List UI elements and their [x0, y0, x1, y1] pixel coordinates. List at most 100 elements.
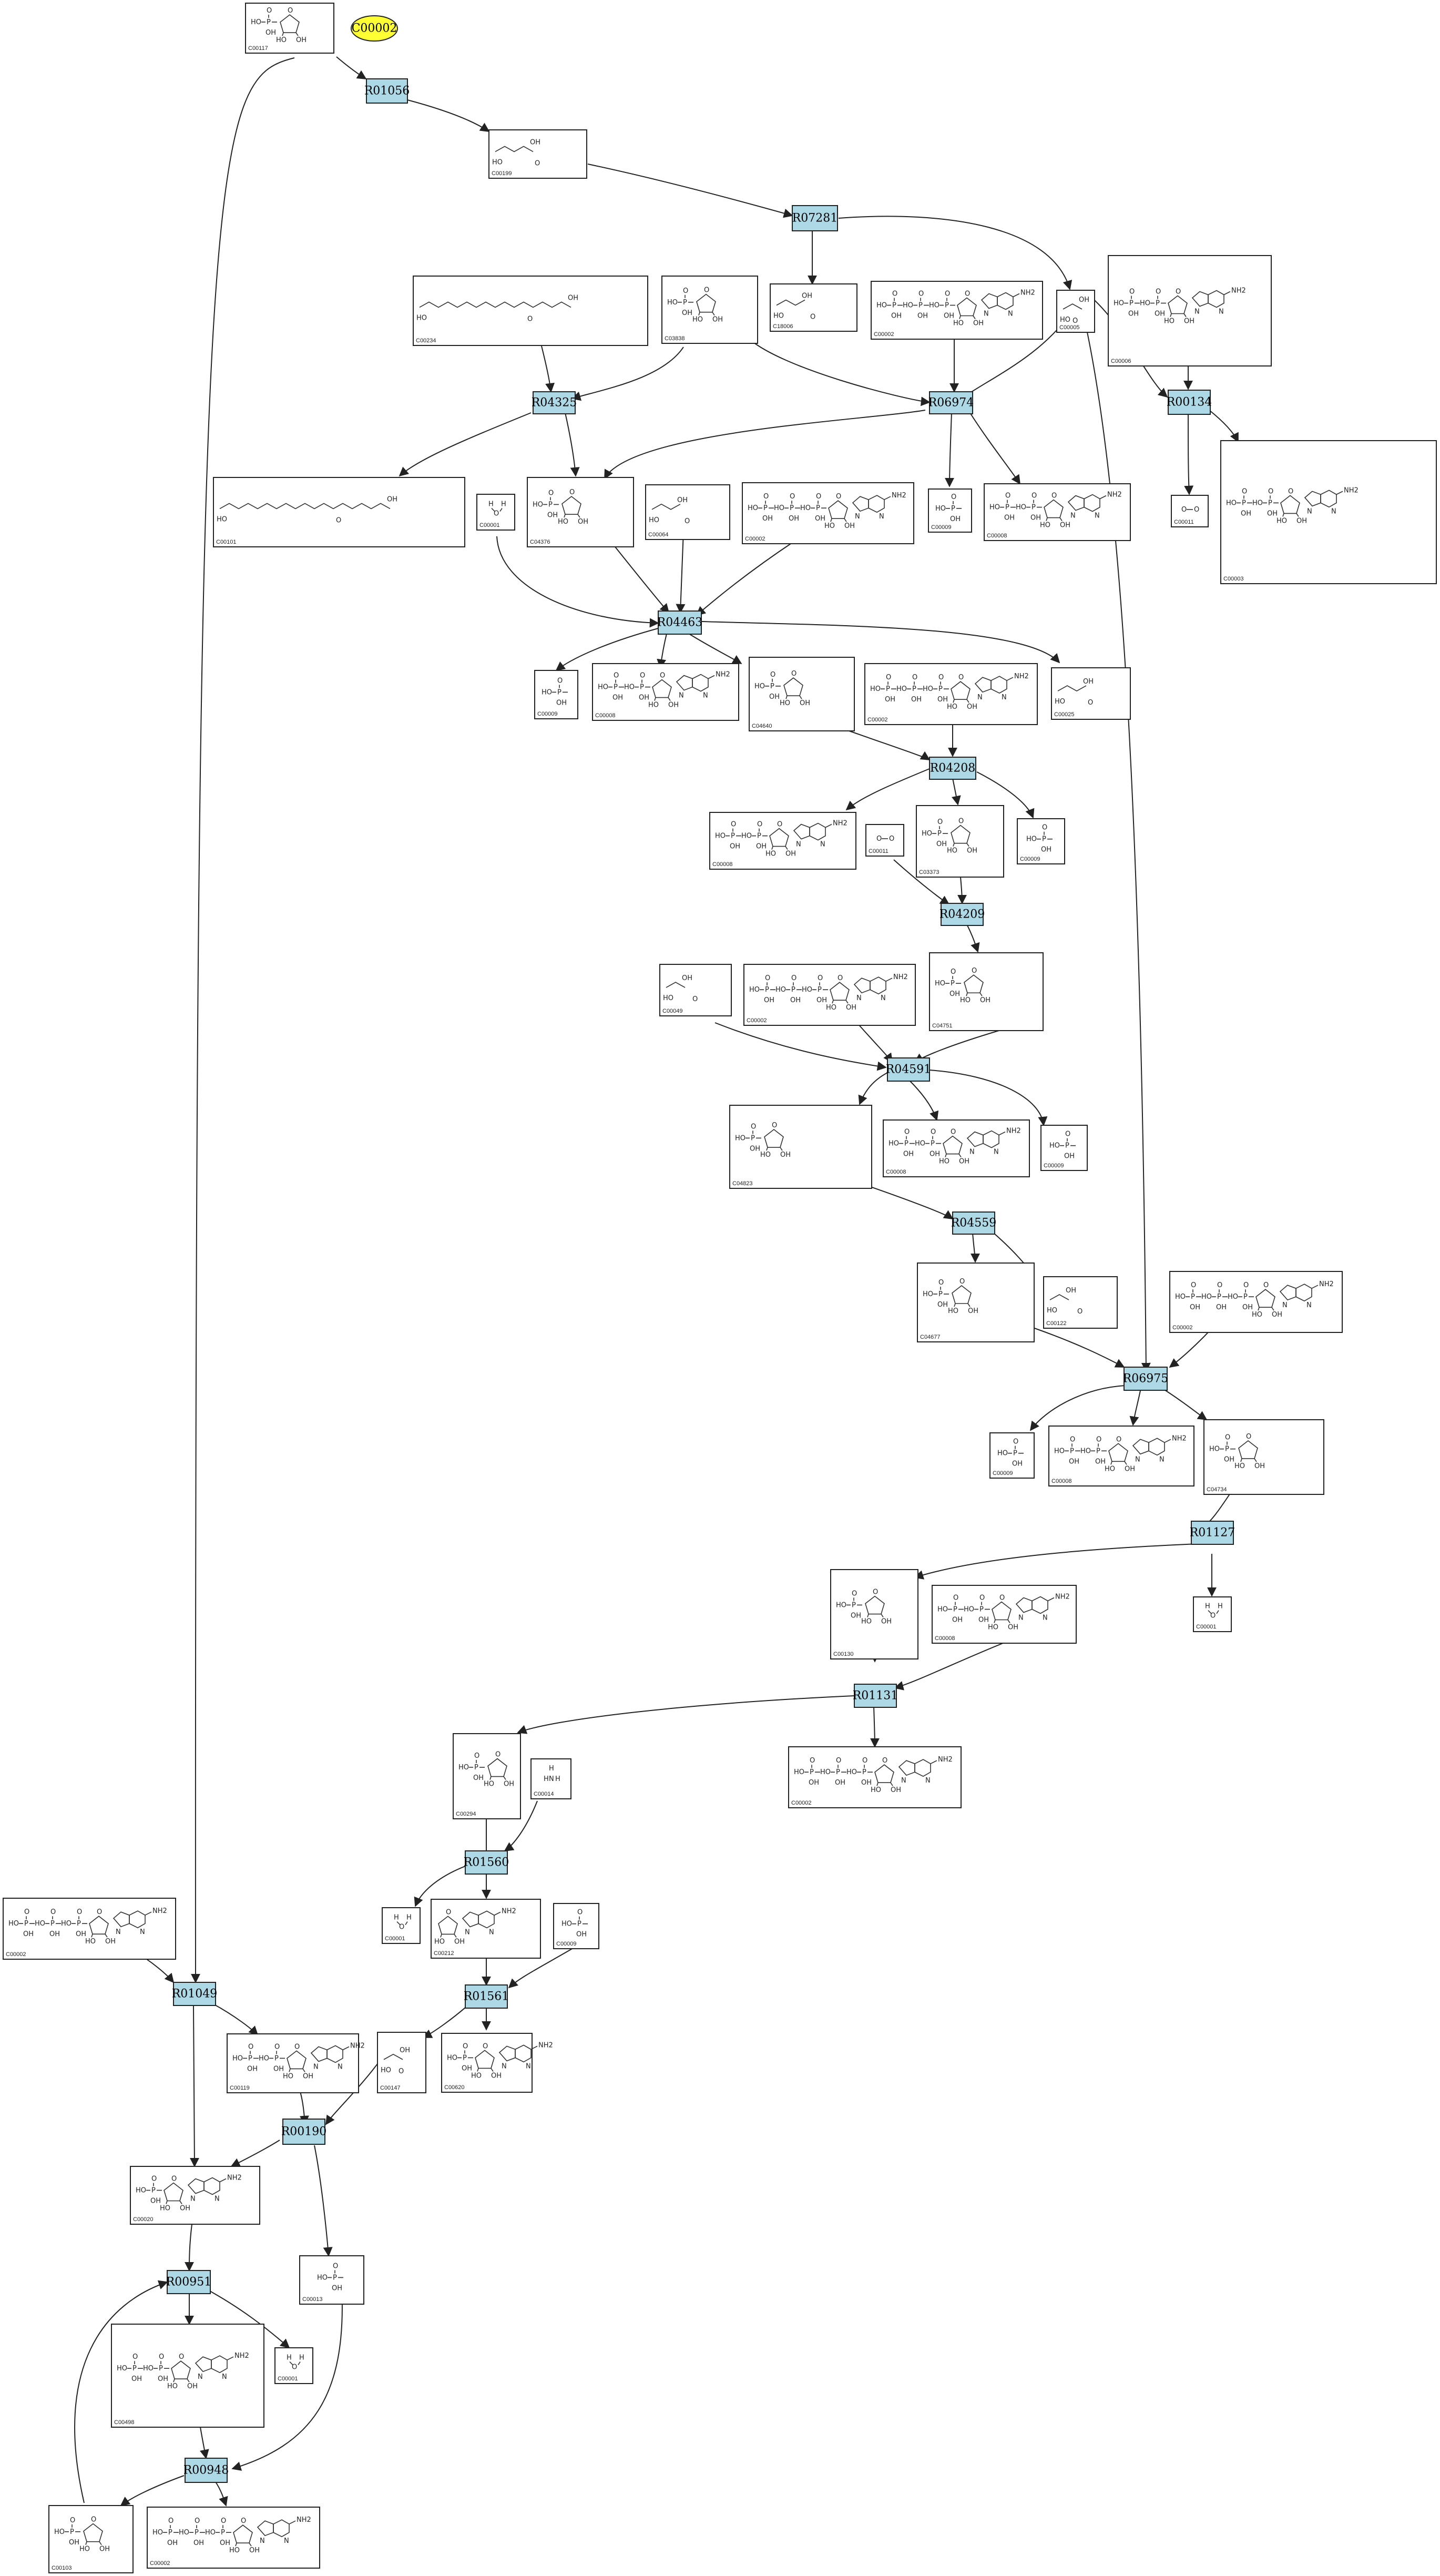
atom-label: O — [892, 290, 897, 298]
atom-label: O — [959, 1278, 965, 1286]
seed-compound-c00002[interactable]: C00002 — [351, 15, 398, 42]
atom-label: NH2 — [1055, 1593, 1070, 1601]
compound-id: C00498 — [114, 2419, 135, 2426]
atom-label: OH — [303, 2072, 313, 2080]
reaction-r00948[interactable]: R00948 — [183, 2458, 229, 2483]
atom-label: P — [757, 832, 761, 840]
reaction-r01049[interactable]: R01049 — [172, 1982, 218, 2006]
atom-label: HO — [749, 986, 760, 994]
atom-label: HO — [948, 1307, 958, 1315]
reaction-r06975[interactable]: R06975 — [1123, 1367, 1169, 1391]
reaction-r04208[interactable]: R04208 — [929, 757, 976, 780]
reaction-r07281[interactable]: R07281 — [792, 205, 838, 231]
atom-label: O — [446, 1908, 451, 1916]
reaction-r01127[interactable]: R01127 — [1190, 1521, 1235, 1545]
reaction-r01561[interactable]: R01561 — [464, 1984, 509, 2009]
compound-box — [929, 952, 1044, 1031]
reaction-r00190[interactable]: R00190 — [281, 2119, 327, 2145]
reaction-r04325[interactable]: R04325 — [532, 391, 577, 414]
reaction-r00951[interactable]: R00951 — [166, 2270, 212, 2294]
reaction-r04591[interactable]: R04591 — [886, 1057, 932, 1082]
compound-box — [130, 2166, 260, 2225]
reaction-r04559[interactable]: R04559 — [951, 1211, 997, 1235]
reaction-r01131[interactable]: R01131 — [853, 1684, 898, 1708]
reaction-r06974[interactable]: R06974 — [928, 391, 974, 414]
atom-label: P — [1042, 836, 1046, 843]
atom-label: P — [548, 501, 553, 508]
atom-label: O — [999, 1594, 1005, 1602]
compound-id: C00008 — [886, 1169, 906, 1175]
reaction-r00134[interactable]: R00134 — [1167, 390, 1212, 415]
reaction-r04209[interactable]: R04209 — [939, 903, 985, 926]
reaction-r04463[interactable]: R04463 — [657, 610, 703, 635]
reaction-r01560[interactable]: R01560 — [464, 1850, 509, 1875]
atom-label: OH — [802, 292, 812, 300]
reaction-r01056[interactable]: R01056 — [364, 78, 410, 104]
compound-box — [1056, 290, 1095, 333]
atom-label: OH — [1184, 318, 1194, 325]
atom-label: P — [938, 685, 943, 693]
atom-label: P — [614, 684, 618, 691]
compound-id: C00002 — [745, 536, 765, 542]
atom-label: OH — [1254, 1462, 1265, 1470]
